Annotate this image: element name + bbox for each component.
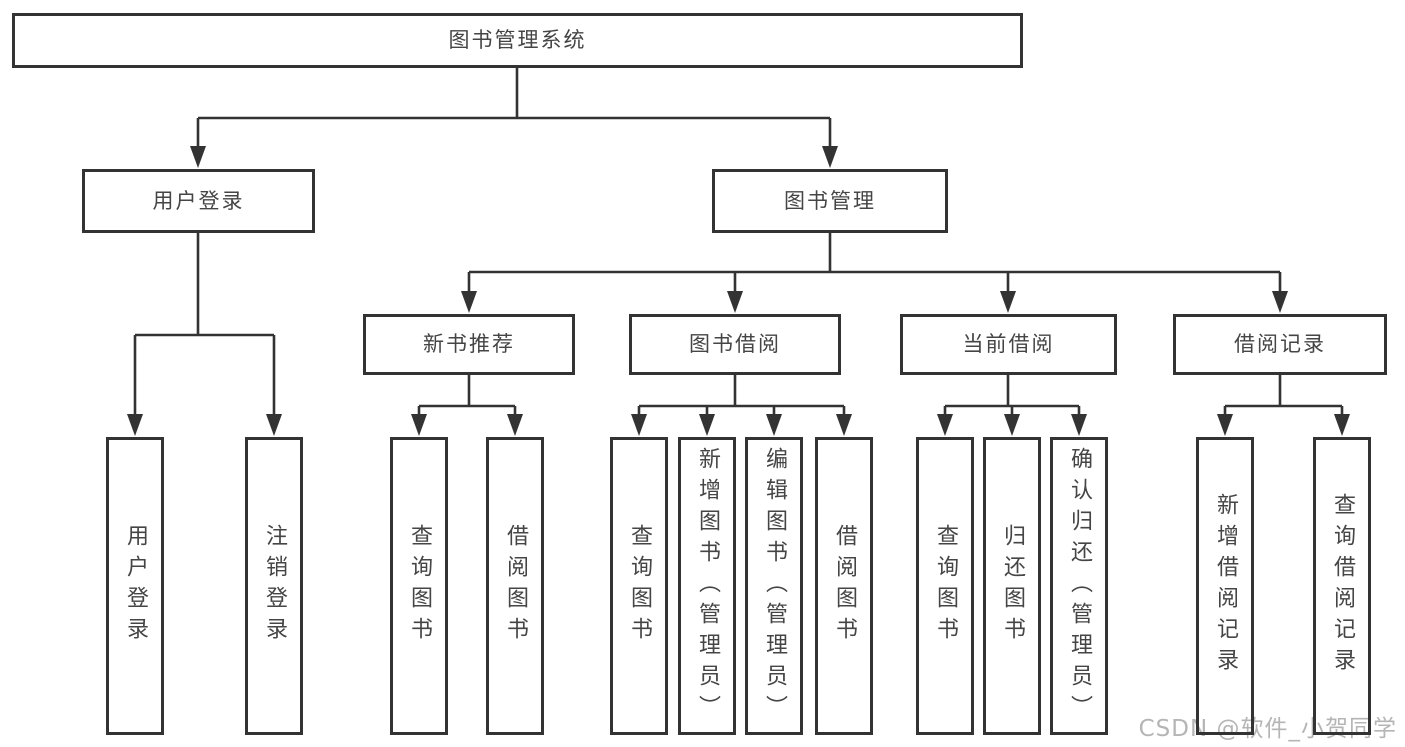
leaf-add-book-admin: 新增图书（管理员）	[678, 437, 736, 735]
node-label: 用户登录	[152, 188, 245, 213]
node-new-book-recommend: 新书推荐	[363, 314, 575, 375]
node-label: 查询借阅记录	[1330, 493, 1355, 679]
leaf-logout: 注销登录	[245, 437, 303, 735]
connector-new-book-recommend-to-leaves	[417, 375, 517, 416]
node-label: 确认归还（管理员）	[1067, 446, 1092, 726]
node-label: 查询图书	[627, 524, 652, 648]
connector-current-borrow-to-leaves	[943, 375, 1081, 416]
node-book-borrow: 图书借阅	[629, 314, 841, 375]
node-label: 借阅图书	[503, 524, 528, 648]
leaf-borrow-books-2: 借阅图书	[815, 437, 873, 735]
leaf-edit-book-admin: 编辑图书（管理员）	[745, 437, 803, 735]
node-book-management: 图书管理	[712, 169, 948, 233]
leaf-borrow-books-recommend: 借阅图书	[486, 437, 544, 735]
node-label: 归还图书	[1000, 524, 1025, 648]
node-label: 借阅记录	[1234, 332, 1326, 356]
node-label: 当前借阅	[962, 332, 1055, 356]
arrowheads	[127, 146, 1350, 436]
node-user-login: 用户登录	[82, 169, 315, 233]
connector-book-borrow-to-leaves	[637, 375, 846, 416]
connector-root-to-level2	[196, 68, 832, 148]
leaf-user-login: 用户登录	[106, 437, 164, 735]
node-label: 编辑图书（管理员）	[762, 446, 787, 726]
node-label: 注销登录	[262, 524, 287, 648]
leaf-return-book: 归还图书	[983, 437, 1041, 735]
leaf-query-books-recommend: 查询图书	[390, 437, 448, 735]
connector-user-login-to-leaves	[133, 233, 276, 416]
node-label: 图书借阅	[689, 332, 781, 356]
node-label: 查询图书	[407, 524, 432, 648]
node-label: 图书管理系统	[448, 28, 587, 52]
node-current-borrow: 当前借阅	[900, 314, 1117, 375]
leaf-add-borrow-record: 新增借阅记录	[1196, 437, 1254, 735]
node-label: 新书推荐	[423, 332, 515, 356]
connector-book-management-to-level3	[467, 233, 1282, 292]
leaf-query-books-borrow: 查询图书	[610, 437, 668, 735]
leaf-confirm-return-admin: 确认归还（管理员）	[1050, 437, 1108, 735]
node-label: 图书管理	[784, 188, 876, 213]
node-label: 借阅图书	[832, 524, 857, 648]
node-label: 查询图书	[933, 524, 958, 648]
leaf-query-books-current: 查询图书	[916, 437, 974, 735]
leaf-query-borrow-record: 查询借阅记录	[1313, 437, 1371, 735]
node-borrow-records: 借阅记录	[1173, 314, 1387, 375]
node-label: 用户登录	[123, 524, 148, 648]
node-label: 新增借阅记录	[1213, 493, 1238, 679]
node-book-management-system: 图书管理系统	[12, 13, 1023, 68]
connector-borrow-records-to-leaves	[1223, 375, 1344, 416]
node-label: 新增图书（管理员）	[695, 446, 720, 726]
csdn-watermark: CSDN @软件_小贺同学	[1138, 716, 1397, 742]
